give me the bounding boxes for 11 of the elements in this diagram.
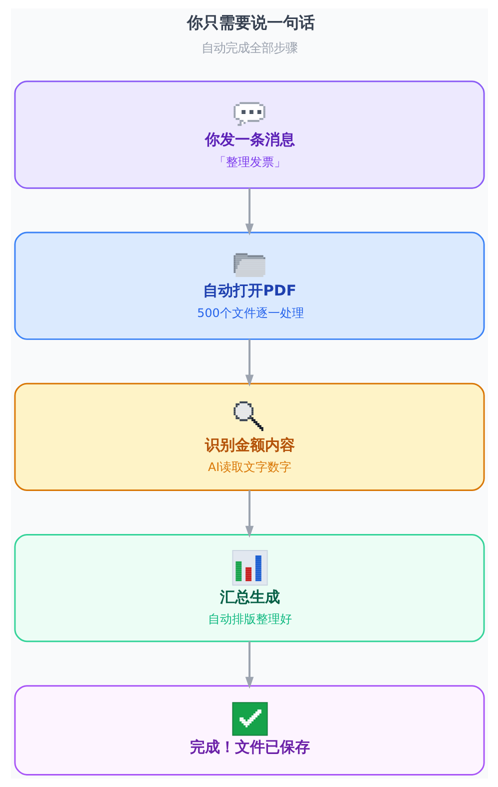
node-box: 汇总生成 自动排版整理好 (14, 534, 484, 642)
diagram-title: 你只需要说一句话 (186, 12, 314, 32)
arrow (244, 188, 254, 236)
node-box: 自动打开PDF 500个文件逐一处理 (14, 232, 484, 340)
node-box: 完成！文件已保存 (14, 685, 484, 776)
arrow (244, 641, 254, 689)
node-box: 你发一条消息 「整理发票」 (14, 80, 484, 189)
arrow (244, 339, 254, 387)
label: 自动完成全部步骤 (201, 40, 297, 55)
node-box: 识别金额内容 AI读取文字数字 (14, 382, 484, 492)
arrow (244, 490, 254, 538)
